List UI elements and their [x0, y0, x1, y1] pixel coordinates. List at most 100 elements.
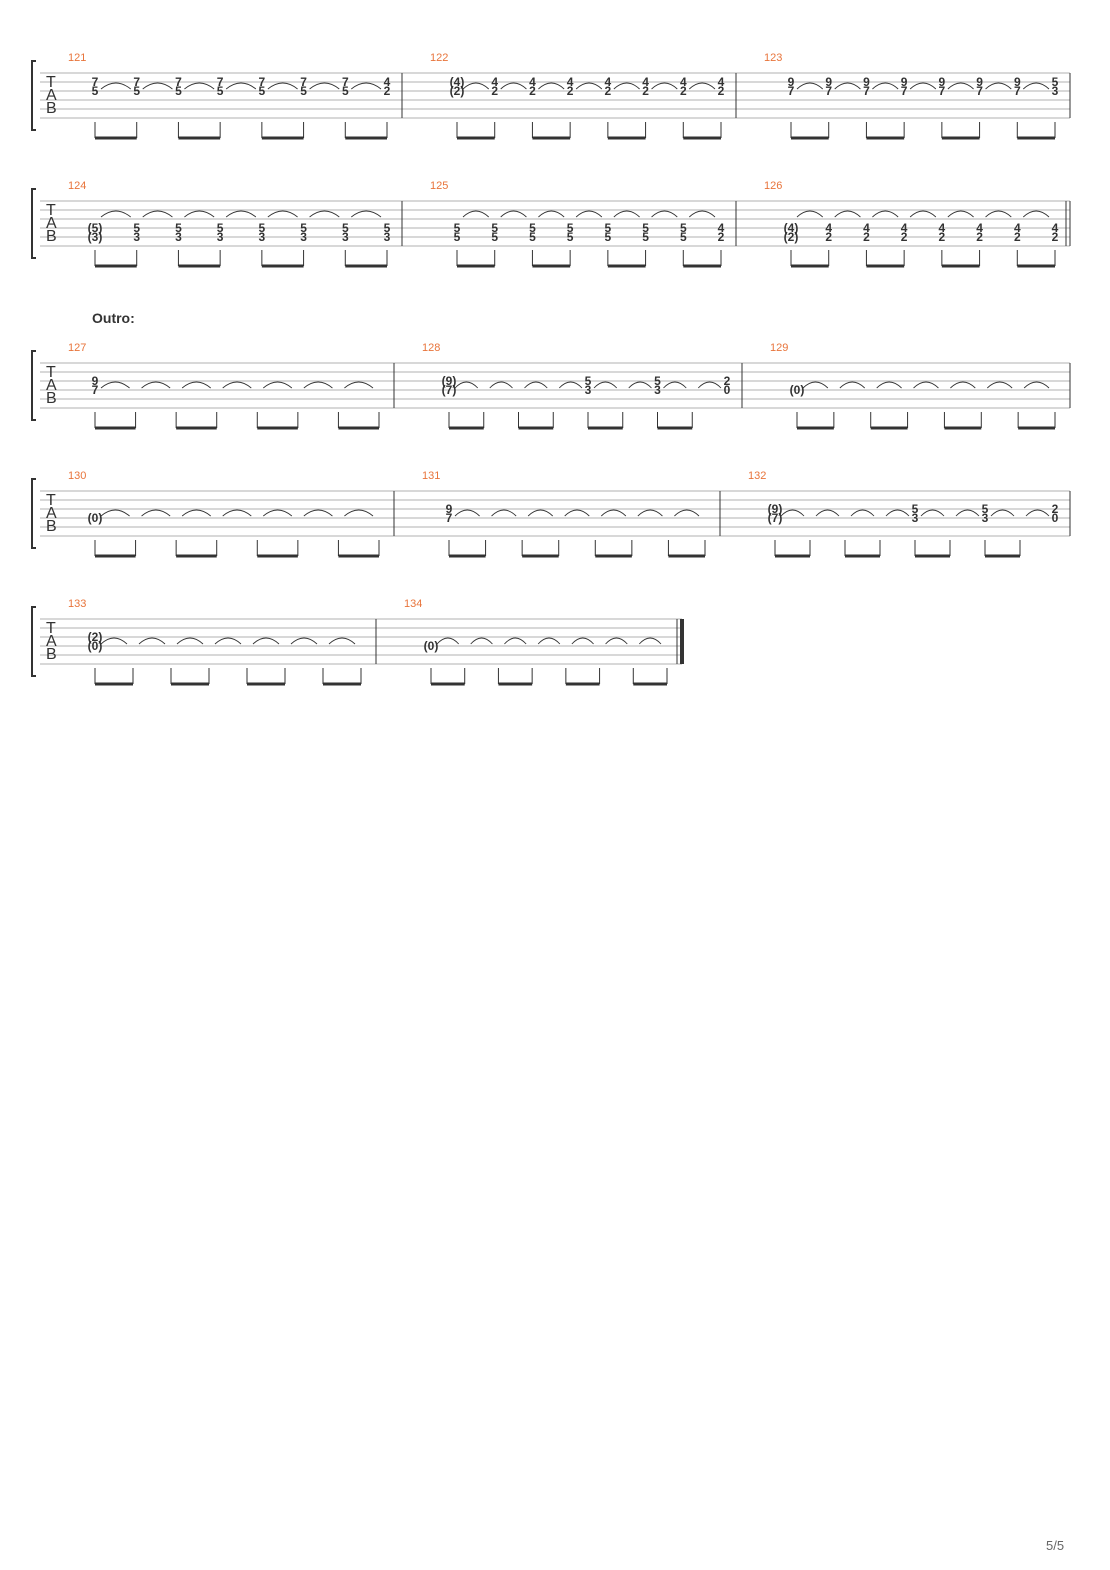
tie-arc [267, 82, 298, 90]
tie-arc [100, 637, 128, 645]
fret-number: 5 [454, 221, 461, 235]
fret-number: 2 [901, 230, 908, 244]
fret-number: 5 [259, 221, 266, 235]
fret-number: 5 [175, 84, 182, 98]
tie-arc [267, 210, 298, 218]
tab-clef-letter: T [46, 492, 56, 509]
tie-arc [500, 82, 527, 90]
fret-number: 2 [718, 84, 725, 98]
tie-arc [802, 381, 829, 389]
fret-number: (7) [768, 511, 783, 525]
fret-number: 9 [825, 75, 832, 89]
bar-number: 126 [764, 180, 782, 192]
tie-arc [454, 381, 479, 389]
tie-arc [876, 381, 902, 389]
tie-arc [947, 82, 974, 90]
tie-arc [651, 210, 678, 218]
tie-arc [303, 509, 333, 517]
fret-number: 5 [1052, 75, 1059, 89]
fret-number: 5 [605, 230, 612, 244]
fret-number: 5 [384, 221, 391, 235]
tie-arc [834, 210, 861, 218]
fret-number: 5 [133, 221, 140, 235]
bar-number: 128 [422, 342, 440, 354]
fret-number: 5 [605, 221, 612, 235]
tie-arc [651, 82, 678, 90]
fret-number: 5 [585, 374, 592, 388]
tab-clef-letter: A [46, 215, 57, 232]
system-bracket [31, 478, 36, 549]
tie-arc [1025, 509, 1050, 517]
tie-arc [176, 637, 204, 645]
fret-number: 2 [491, 84, 498, 98]
fret-number: (0) [88, 511, 103, 525]
fret-number: (3) [88, 230, 103, 244]
tie-arc [600, 509, 627, 517]
tie-arc [351, 210, 382, 218]
tie-arc [184, 210, 215, 218]
fret-number: (7) [442, 383, 457, 397]
fret-number: 7 [133, 75, 140, 89]
fret-number: 0 [1052, 511, 1059, 525]
tie-arc [850, 509, 875, 517]
fret-number: 5 [567, 230, 574, 244]
tie-arc [990, 509, 1015, 517]
tab-clef-letter: T [46, 364, 56, 381]
fret-number: 4 [976, 221, 983, 235]
bar-number: 127 [68, 342, 86, 354]
bar-number: 124 [68, 180, 86, 192]
fret-number: (0) [88, 639, 103, 653]
tie-arc [462, 82, 490, 90]
fret-number: (0) [790, 383, 805, 397]
fret-number: 2 [642, 84, 649, 98]
tab-clef-letter: T [46, 74, 56, 91]
fret-number: 9 [976, 75, 983, 89]
tie-arc [955, 509, 980, 517]
tie-arc [538, 82, 565, 90]
fret-number: 5 [642, 230, 649, 244]
fret-number: 4 [825, 221, 832, 235]
fret-number: 7 [446, 511, 453, 525]
tie-arc [564, 509, 590, 517]
bar-number: 123 [764, 52, 782, 64]
tie-arc [500, 210, 527, 218]
tie-arc [100, 509, 130, 517]
tie-arc [558, 381, 583, 389]
bar-number: 131 [422, 470, 440, 482]
fret-number: (9) [768, 502, 783, 516]
fret-number: 7 [825, 84, 832, 98]
tie-arc [436, 637, 460, 645]
fret-number: 4 [491, 75, 498, 89]
tie-arc [470, 637, 493, 645]
tie-arc [638, 637, 662, 645]
fret-number: 2 [567, 84, 574, 98]
tie-arc [885, 509, 910, 517]
fret-number: 3 [175, 230, 182, 244]
tie-arc [309, 82, 340, 90]
tab-clef-letter: T [46, 202, 56, 219]
fret-number: 9 [92, 374, 99, 388]
tie-arc [780, 509, 805, 517]
fret-number: 5 [300, 84, 307, 98]
bar-number: 125 [430, 180, 448, 192]
tab-clef-letter: B [46, 390, 57, 407]
fret-number: 2 [529, 84, 536, 98]
fret-number: 2 [976, 230, 983, 244]
fret-number: 7 [976, 84, 983, 98]
tie-arc [613, 210, 640, 218]
fret-number: 2 [718, 230, 725, 244]
tab-clef-letter: B [46, 518, 57, 535]
fret-number: 5 [642, 221, 649, 235]
tie-arc [674, 509, 700, 517]
tie-arc [538, 210, 565, 218]
tie-arc [920, 509, 945, 517]
fret-number: 4 [680, 75, 687, 89]
fret-number: 5 [300, 221, 307, 235]
fret-number: 5 [491, 221, 498, 235]
fret-number: 2 [1052, 230, 1059, 244]
tie-arc [1022, 82, 1050, 90]
fret-number: 4 [1052, 221, 1059, 235]
fret-number: 5 [92, 84, 99, 98]
tie-arc [688, 82, 716, 90]
